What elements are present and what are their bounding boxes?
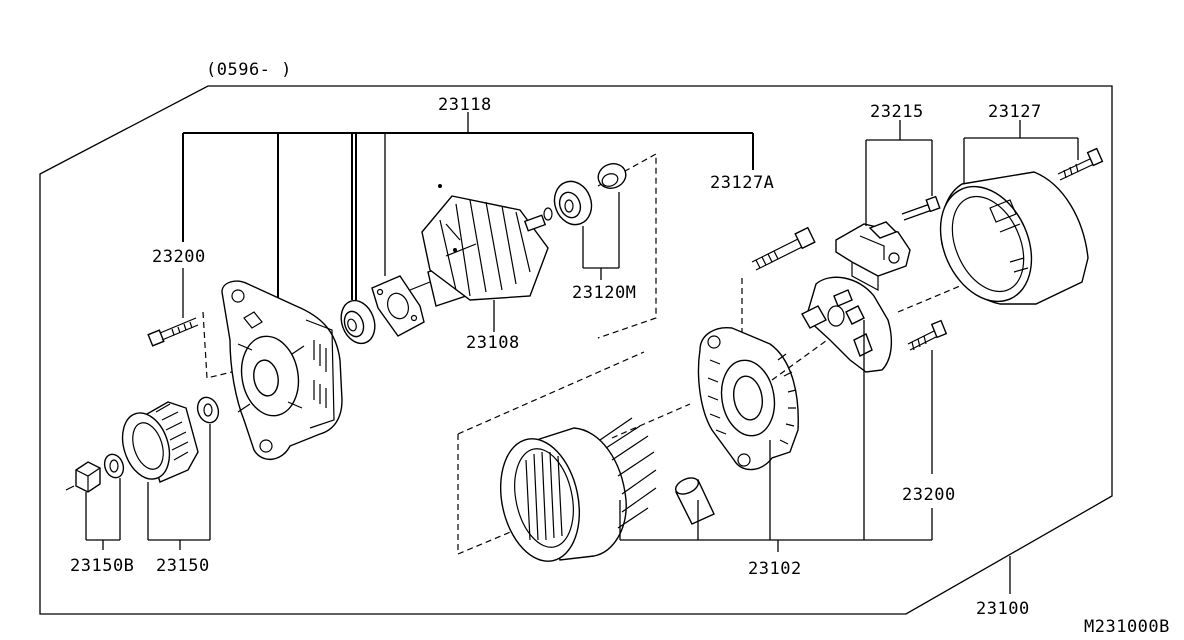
part-label-23118: 23118 — [438, 95, 492, 115]
bearing-retainer-plate — [371, 275, 425, 337]
figure-code-label: M231000B — [1084, 617, 1170, 637]
stator-rectifier-bracket — [619, 320, 933, 552]
regulator-screw — [901, 195, 941, 221]
part-label-23100: 23100 — [976, 599, 1030, 619]
pulley-brackets — [85, 424, 211, 550]
regulator — [835, 221, 911, 292]
part-label-23150: 23150 — [156, 556, 210, 576]
pulley — [121, 401, 199, 483]
rear-through-bolt — [907, 319, 948, 351]
rear-bearing-collar — [597, 163, 627, 189]
front-housing — [221, 280, 343, 460]
rear-bearing-bracket — [582, 192, 620, 280]
part-label-23108: 23108 — [466, 333, 520, 353]
part-label-23150B: 23150B — [70, 556, 134, 576]
pulley-lock-washer — [103, 453, 125, 479]
rear-housing — [697, 327, 799, 471]
part-label-23102: 23102 — [748, 559, 802, 579]
front-through-bolt — [147, 317, 199, 347]
regulator-bracket — [865, 120, 933, 226]
rotor-assembly-bracket — [182, 112, 754, 300]
rotor — [409, 184, 553, 307]
assembly-boundary — [39, 85, 1113, 615]
pulley-washer — [196, 396, 220, 424]
rear-cover-screw — [1057, 147, 1104, 181]
part-label-23200-front: 23200 — [152, 247, 206, 267]
pulley-nut — [65, 461, 101, 493]
part-label-23215: 23215 — [870, 102, 924, 122]
rear-cover — [939, 171, 1089, 305]
front-bearing — [340, 299, 376, 345]
stator — [499, 417, 657, 562]
part-label-23127A: 23127A — [710, 173, 774, 193]
rectifier-brush-holder — [801, 276, 893, 373]
rear-cover-bracket — [963, 120, 1079, 184]
through-bolt — [751, 226, 816, 271]
part-label-23127: 23127 — [988, 102, 1042, 122]
part-label-23120M: 23120M — [572, 283, 636, 303]
rear-bearing — [553, 180, 593, 226]
bushing — [674, 477, 715, 525]
part-label-23200-rear: 23200 — [902, 485, 956, 505]
date-code-label: (0596- ) — [206, 60, 292, 80]
